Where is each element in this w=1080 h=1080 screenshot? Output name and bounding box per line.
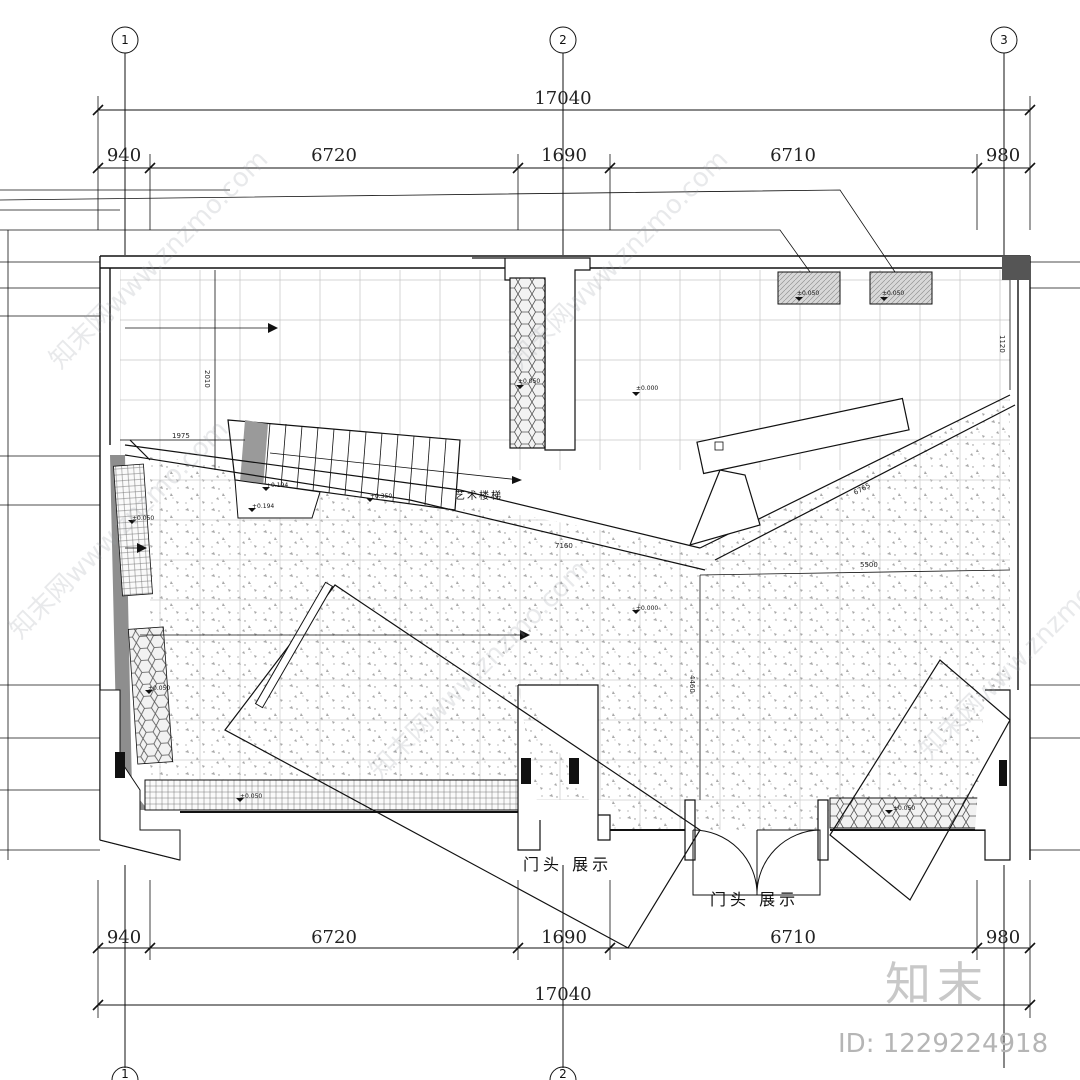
left-panel-lower [127, 626, 174, 765]
level-marker-3: ±0.000 [632, 385, 658, 396]
top-partition [472, 257, 591, 451]
diagonal-edges [124, 394, 1016, 571]
display-rail [254, 581, 334, 709]
storefront-bay [517, 684, 1011, 861]
facade-label-right: 门头 展示 [710, 890, 799, 909]
bottom-bench-left [144, 779, 521, 811]
level-marker-5: ±0.050 [128, 515, 154, 524]
svg-text:±0.000: ±0.000 [636, 605, 658, 612]
dim-seg-4-bottom: 6710 [770, 927, 816, 948]
left-side-dimensions [0, 189, 230, 860]
axis-label-2-bottom: 2 [559, 1067, 567, 1080]
axis-bubbles-bottom: 1 2 [111, 1066, 577, 1080]
dim-seg-5-top: 980 [986, 145, 1020, 166]
leader-planter-2 [0, 189, 896, 273]
left-wall-base [99, 689, 181, 861]
display-bar [696, 397, 910, 475]
stair-label: 艺术楼梯 [455, 489, 503, 502]
dim-total-bottom: 17040 [534, 984, 591, 1005]
planter-1 [777, 271, 841, 305]
level-marker-1: ±0.050 [516, 378, 540, 389]
fixtures [115, 752, 1007, 786]
column-corner [1002, 256, 1030, 280]
svg-text:+0.350: +0.350 [370, 493, 392, 500]
leader-planter-1 [0, 229, 811, 273]
axis-bubbles-top: 1 2 3 [111, 26, 1018, 54]
level-marker-11: +0.350 [366, 493, 392, 502]
svg-text:±0.000: ±0.000 [636, 385, 658, 392]
dim-seg-2-bottom: 6720 [311, 927, 357, 948]
svg-text:±0.050: ±0.050 [132, 515, 154, 522]
svg-text:±0.050: ±0.050 [518, 378, 540, 385]
planter-2 [869, 271, 933, 305]
svg-text:+0.194: +0.194 [252, 503, 274, 510]
svg-text:±0.050: ±0.050 [882, 290, 904, 297]
dim-seg-2-top: 6720 [311, 145, 357, 166]
axis-label-1-bottom: 1 [121, 1067, 129, 1080]
flow-arrows [137, 323, 530, 640]
top-dimension-chain: 17040 940 6720 1690 6710 980 [92, 88, 1036, 230]
right-side-dimensions [1030, 261, 1080, 851]
dim-inner-4: 7160 [555, 542, 573, 550]
svg-text:±0.050: ±0.050 [797, 290, 819, 297]
level-marker-2: ±0.050 [795, 290, 819, 301]
dim-seg-3-bottom: 1690 [541, 927, 587, 948]
svg-text:±0.050: ±0.050 [240, 793, 262, 800]
dim-inner-3: 1120 [998, 335, 1006, 353]
level-marker-12: ±0.050 [885, 805, 915, 814]
axis-label-3: 3 [1000, 33, 1008, 47]
level-marker-10: +0.194 [248, 503, 274, 512]
dim-seg-4-top: 6710 [770, 145, 816, 166]
display-rect-right [829, 659, 1011, 901]
axis-label-1: 1 [121, 33, 129, 47]
level-marker-7: ±0.050 [145, 685, 170, 694]
inner-dimension-lines [120, 270, 1011, 800]
bottom-bench-right [829, 797, 999, 829]
bottom-dimension-chain: 940 6720 1690 6710 980 17040 [92, 880, 1036, 1018]
dim-inner-7: 4460 [688, 675, 696, 693]
image-id: ID: 1229224918 [838, 1029, 1048, 1059]
facade-label-left: 门头 展示 [523, 855, 612, 874]
level-markers: ±0.050 ±0.050 ±0.000 ±0.050 ±0.050 ±0.00… [128, 290, 915, 814]
axis-lines [124, 53, 1005, 1068]
entrance-doors [692, 829, 821, 896]
terrazzo-floor [150, 395, 1010, 830]
axis-label-2: 2 [559, 33, 567, 47]
svg-text:±0.050: ±0.050 [148, 685, 170, 692]
level-marker-9: +0.194 [262, 482, 288, 491]
dim-inner-2: 1975 [172, 432, 190, 440]
brand-logo: 知末 [885, 957, 989, 1011]
left-panel-upper [113, 463, 153, 597]
dim-seg-3-top: 1690 [541, 145, 587, 166]
svg-text:±0.050: ±0.050 [893, 805, 915, 812]
dim-seg-5-bottom: 980 [986, 927, 1020, 948]
dim-seg-1-top: 940 [107, 145, 141, 166]
svg-text:+0.194: +0.194 [266, 482, 288, 489]
dim-inner-6: 5500 [860, 561, 878, 569]
dim-seg-1-bottom: 940 [107, 927, 141, 948]
level-marker-6: ±0.000 [632, 605, 658, 614]
art-staircase: 艺术楼梯 [227, 419, 522, 519]
level-marker-8: ±0.050 [236, 793, 262, 802]
dim-inner-1: 2010 [203, 370, 211, 388]
display-bar-marker [714, 441, 724, 451]
dim-total-top: 17040 [534, 88, 591, 109]
level-marker-4: ±0.050 [880, 290, 904, 301]
